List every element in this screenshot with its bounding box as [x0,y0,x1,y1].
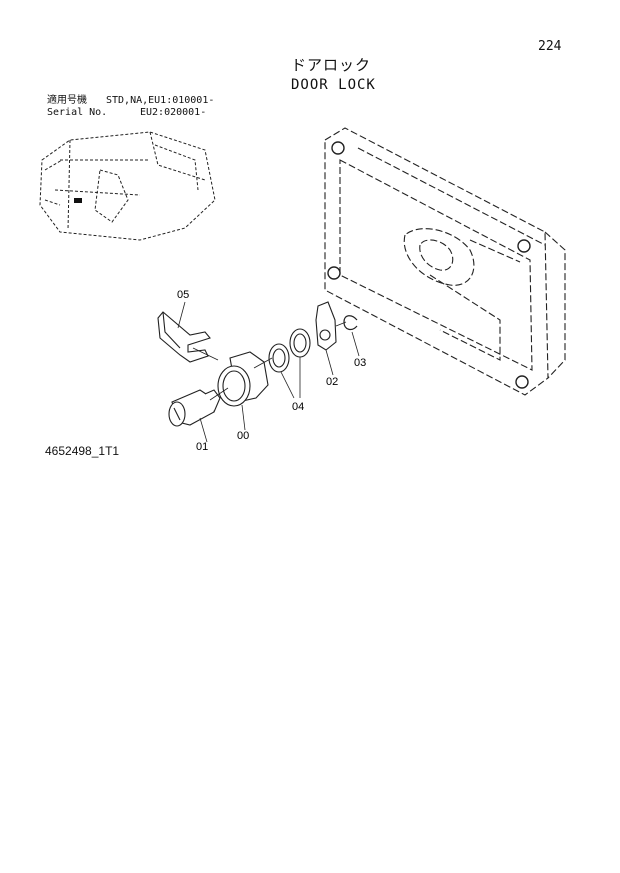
callout-03: 03 [354,357,366,369]
part-02-cam [315,301,337,351]
serial-range-1: STD,NA,EU1:010001- [106,95,215,106]
part-03-snap-ring [343,315,358,331]
callout-05: 05 [177,289,189,301]
page-number: 224 [538,39,562,54]
part-01-lock-cylinder [168,389,221,427]
leader-lines [177,301,360,443]
page-title-english: DOOR LOCK [291,77,376,93]
callout-04: 04 [292,401,304,413]
highlighted-lock-location [74,198,82,203]
part-05-latch-plate [157,311,211,363]
part-04-washers [268,328,311,373]
page-title-japanese: ドアロック [291,56,372,74]
callout-00: 00 [237,430,249,442]
machine-overview-illustration [39,131,216,241]
part-00-lock-body [217,351,269,407]
serial-label-english: Serial No. [47,107,108,118]
callout-01: 01 [196,441,208,453]
serial-label-japanese: 適用号機 [47,95,87,106]
door-panel [324,127,566,396]
serial-range-2: EU2:020001- [140,107,207,118]
callout-02: 02 [326,376,338,388]
panel-corner-holes [327,141,531,389]
drawing-number: 4652498_1T1 [45,444,120,458]
